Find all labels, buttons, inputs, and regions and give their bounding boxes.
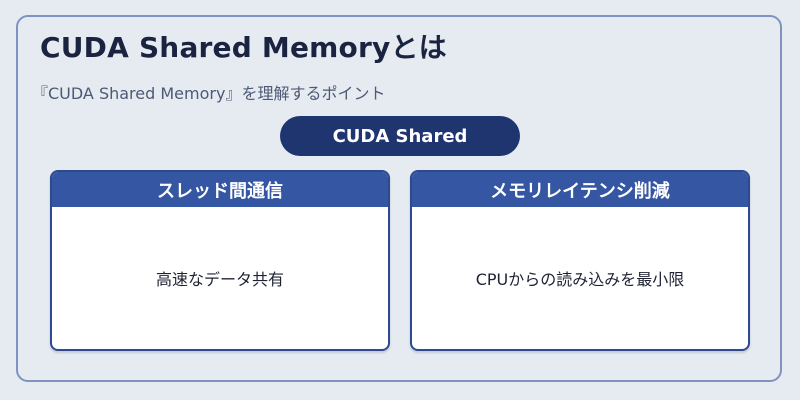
- card-header-label: メモリレイテンシ削減: [490, 180, 670, 202]
- page-title: CUDA Shared Memoryとは: [40, 31, 447, 64]
- card-header: メモリレイテンシ削減: [412, 172, 748, 207]
- card-header-label: スレッド間通信: [157, 180, 283, 202]
- card-latency-reduction: メモリレイテンシ削減 CPUからの読み込みを最小限: [410, 170, 750, 351]
- card-body: CPUからの読み込みを最小限: [412, 207, 748, 349]
- card-body: 高速なデータ共有: [52, 207, 388, 349]
- card-body-text: CPUからの読み込みを最小限: [475, 270, 685, 289]
- card-header: スレッド間通信: [52, 172, 388, 207]
- page-subtitle: 『CUDA Shared Memory』を理解するポイント: [32, 84, 386, 103]
- card-thread-communication: スレッド間通信 高速なデータ共有: [50, 170, 390, 351]
- central-topic-pill: CUDA Shared: [280, 116, 520, 156]
- central-topic-label: CUDA Shared: [332, 125, 468, 147]
- card-body-text: 高速なデータ共有: [155, 270, 284, 289]
